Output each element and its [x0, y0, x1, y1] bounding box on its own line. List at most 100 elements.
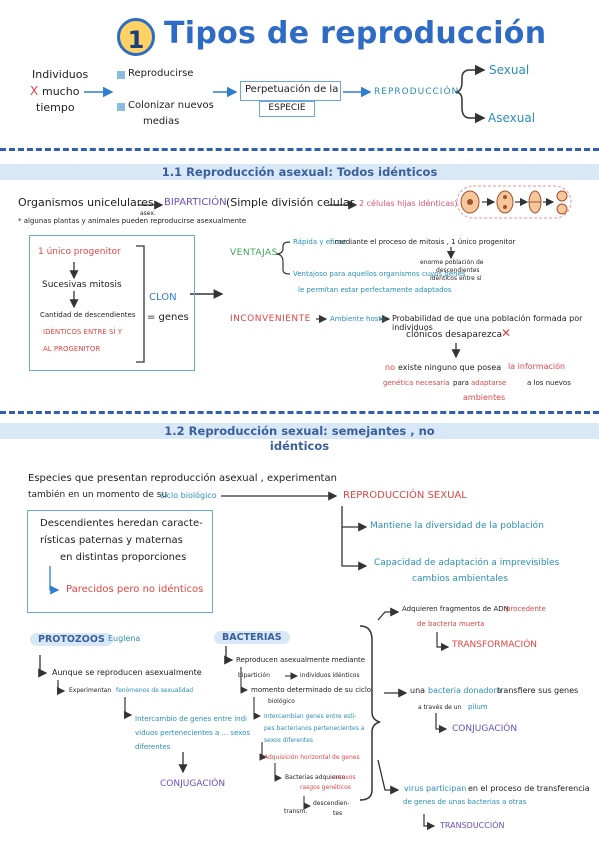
conjugacion-label-1: CONJUGACIÓN — [160, 779, 226, 789]
intro-colonizar: Colonizar nuevos — [128, 100, 214, 111]
intro-mucho: mucho — [42, 85, 80, 98]
dos-celulas-text: 2 células hijas idénticas) — [359, 199, 458, 208]
rapida-eficaz: Rápida y eficaz — [293, 238, 347, 246]
intro-reproduccion: REPRODUCCIÓN — [374, 87, 460, 97]
rasgos-geneticos: rasgos genéticos — [300, 784, 351, 791]
desc-line2: rísticas paternas y maternas — [40, 535, 183, 546]
probabilidad-text: Probabilidad de que una población formad… — [392, 314, 583, 332]
identicos-entre-si-small: idénticos entre sí — [430, 275, 482, 282]
adquieren-fragmentos: Adquieren fragmentos de ADN — [402, 605, 509, 613]
unico-progenitor: 1 único progenitor — [38, 247, 121, 257]
momento-ciclo: momento determinado de su ciclo — [251, 686, 372, 694]
descendientes-small: descendien- — [313, 800, 350, 807]
intercambian-line1: Intercambian genes entre esti- — [264, 713, 357, 720]
bullet-square-icon — [117, 103, 125, 111]
mediante-mitosis: : mediante el proceso de mitosis , 1 úni… — [330, 238, 516, 246]
experimentan-text: Experimentan — [69, 687, 112, 694]
identicos-entre-si: IDÉNTICOS ENTRE SÍ Y — [43, 328, 122, 336]
intercambio-line3: diferentes — [135, 743, 171, 751]
intro-medias: medias — [143, 116, 180, 127]
ventajas-label: VENTAJAS — [230, 248, 278, 258]
cross-icon: ✕ — [501, 326, 512, 340]
adaptarse-text: adaptarse — [471, 379, 507, 387]
ambientes-text: ambientes — [463, 393, 506, 402]
clon-box — [29, 235, 195, 371]
reproducen-asex: Reproducen asexualmente mediante — [236, 656, 366, 664]
sucesivas-mitosis: Sucesivas mitosis — [42, 280, 122, 290]
ventajoso-text: Ventajoso para aquellos organismos cuyos… — [293, 270, 466, 278]
virus-participan: virus participan — [404, 784, 467, 793]
intercambio-line2: viduos pertenecientes a ... sexos — [135, 729, 251, 737]
mantiene-diversidad: Mantiene la diversidad de la población — [370, 521, 544, 531]
proceso-transferencia: en el proceso de transferencia — [468, 784, 590, 793]
reproduccion-sexual: REPRODUCCIÓN SEXUAL — [343, 490, 467, 501]
tambien-text: también en un momento de su — [28, 490, 168, 500]
existe-text: existe ninguno que posea — [398, 363, 502, 372]
asex-label: asex. — [140, 210, 156, 217]
organismos-text: Organismos unicelulares — [18, 196, 154, 209]
desc-line1: Descendientes heredan caracte- — [40, 518, 203, 529]
genetica-necesaria: genética necesaria — [383, 379, 450, 387]
la-informacion: la información — [508, 362, 566, 371]
page-title: Tipos de reproducción — [164, 16, 547, 51]
biparticion-text: BIPARTICIÓN — [164, 197, 227, 208]
para-text: para — [453, 379, 469, 387]
intro-sexual: Sexual — [489, 63, 530, 77]
transm-small: transm. — [284, 808, 308, 815]
aunque-text: Aunque se reproducen asexualmente — [52, 668, 202, 677]
intro-x: X — [30, 84, 39, 98]
biologico-text: biológico — [268, 698, 295, 705]
intercambio-line1: Intercambio de genes entre indi — [135, 715, 247, 723]
permiten-text: le permitan estar perfectamente adaptado… — [298, 286, 452, 294]
descendientes-label: descendientes — [436, 267, 480, 274]
bacterias-adquieren: Bacterias adquieren — [285, 774, 346, 781]
ciclo-biologico: ciclo biológico — [160, 491, 217, 500]
section-2-title-line2: idénticos — [269, 439, 330, 453]
al-progenitor: AL PROGENITOR — [43, 345, 101, 353]
brace-reproduccion — [454, 69, 471, 119]
section-band — [0, 164, 599, 180]
bacterias-pill: BACTERIAS — [214, 631, 290, 644]
biparticion-small: bipartición — [238, 672, 270, 679]
perpetuacion-box — [240, 81, 341, 101]
pilum-text: pilum — [468, 703, 488, 711]
nuevos-text: nuevos — [334, 774, 356, 781]
descendientes-box — [27, 510, 213, 613]
cambios-ambientales: cambios ambientales — [412, 574, 509, 584]
adquisicion-horizontal: Adquisición horizontal de genes — [264, 754, 360, 761]
section-2-title-line1: 1.2 Reproducción sexual: semejantes , no — [164, 424, 435, 438]
inconveniente-label: INCONVENIENTE — [230, 314, 311, 324]
title-number-badge: 1 — [117, 18, 155, 56]
a-los-nuevos: a los nuevos — [527, 379, 571, 387]
enorme-poblacion: enorme población de — [420, 259, 484, 266]
intro-individuos: Individuos — [32, 68, 89, 81]
section-band — [0, 423, 599, 439]
intercambian-line3: sexos diferentes — [264, 737, 314, 744]
ambiente-hostil: Ambiente hostil — [330, 315, 386, 323]
bullet-square-icon — [117, 71, 125, 79]
section-divider — [0, 148, 599, 151]
tes-small: tes — [333, 810, 343, 817]
genes-label: = genes — [147, 312, 189, 323]
euglena-text: Euglena — [108, 634, 141, 643]
clon-label: CLON — [149, 292, 177, 303]
no-text: no — [385, 363, 395, 372]
section-1-title: 1.1 Reproducción asexual: Todos idéntico… — [161, 165, 438, 179]
una-text: una — [410, 686, 426, 695]
individuos-identicos: individuos idénticos — [300, 672, 360, 679]
parecidos-text: Parecidos pero no idénticos — [66, 584, 204, 595]
transformacion-label: TRANSFORMACIÓN — [452, 640, 538, 650]
especies-text: Especies que presentan reproducción asex… — [28, 473, 337, 484]
protozoos-pill: PROTOZOOS — [30, 633, 113, 646]
fenomenos-text: fenómenos de sexualidad — [116, 687, 194, 694]
transduccion-label: TRANSDUCCIÓN — [440, 821, 505, 830]
bacteria-donadora: bacteria donadora — [428, 686, 502, 695]
intercambian-line2: pes bacterianos pertenecientes a — [264, 725, 365, 732]
a-traves-de: a través de un — [418, 704, 462, 711]
procedente-text: procedente — [506, 605, 546, 613]
de-bacteria-muerta: de bacteria muerta — [417, 620, 485, 628]
intro-perpetuacion: Perpetuación de la — [245, 84, 339, 95]
de-genes-bacterias: de genes de unas bacterias a otras — [403, 798, 527, 806]
clonicos-text: clónicos desaparezca — [406, 330, 503, 340]
intro-reproducirse: Reproducirse — [128, 68, 194, 79]
